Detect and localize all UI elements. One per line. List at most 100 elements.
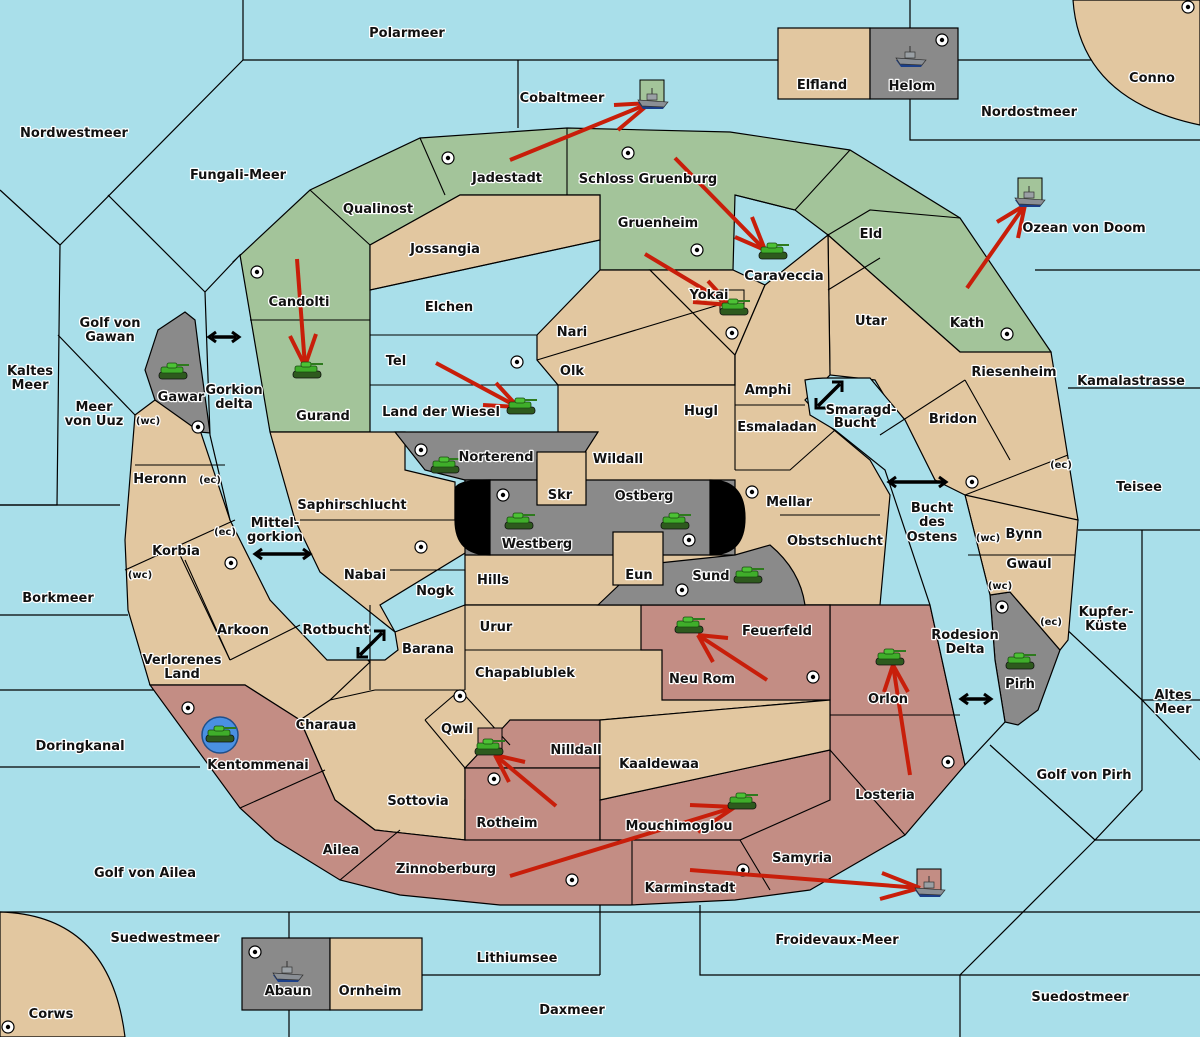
label-mittel-1: Mittel- bbox=[251, 516, 300, 531]
coast-tag-korbia-ec: (ec) bbox=[214, 527, 236, 538]
territory-eun[interactable] bbox=[612, 531, 664, 586]
label-mittel-2: gorkion bbox=[247, 530, 303, 545]
coast-tag-gawar-wc: (wc) bbox=[136, 416, 160, 427]
label-gruenheim: Gruenheim bbox=[618, 216, 698, 231]
label-helom: Helom bbox=[889, 79, 936, 94]
supply-center-icon bbox=[682, 533, 696, 547]
label-lithiumsee: Lithiumsee bbox=[477, 951, 558, 966]
supply-center-icon bbox=[1000, 327, 1014, 341]
label-kupfer-1: Kupfer- bbox=[1079, 605, 1134, 620]
supply-center-icon bbox=[806, 670, 820, 684]
territory-ornheim[interactable] bbox=[329, 937, 423, 1011]
territory-sund[interactable] bbox=[596, 544, 806, 606]
label-gwaul: Gwaul bbox=[1006, 557, 1051, 572]
supply-center-icon bbox=[510, 355, 524, 369]
move-arrow-icon bbox=[696, 633, 769, 682]
label-chapa: Chapablublek bbox=[475, 666, 575, 681]
coast-tag-gwaul-wc: (wc) bbox=[988, 581, 1012, 592]
coast-tag-korbia-wc: (wc) bbox=[128, 570, 152, 581]
supply-center-icon bbox=[935, 33, 949, 47]
label-wiesel: Land der Wiesel bbox=[382, 405, 500, 420]
territory-elfland[interactable] bbox=[777, 27, 871, 100]
label-smaragd-1: Smaragd- bbox=[826, 403, 897, 418]
territory-skr[interactable] bbox=[536, 451, 587, 506]
label-corws: Corws bbox=[29, 1007, 74, 1022]
coast-tag-bynn-wc: (wc) bbox=[976, 533, 1000, 544]
supply-center-icon bbox=[1, 1020, 15, 1034]
region-north-green[interactable] bbox=[232, 127, 1052, 433]
label-sottovia: Sottovia bbox=[387, 794, 448, 809]
label-losteria: Losteria bbox=[855, 788, 915, 803]
territory-corws[interactable] bbox=[0, 911, 126, 1037]
label-sund: Sund bbox=[692, 569, 729, 584]
label-rodesion-2: Delta bbox=[945, 642, 984, 657]
label-froidevaux: Froidevaux-Meer bbox=[775, 933, 899, 948]
move-arrow-icon bbox=[882, 664, 912, 776]
supply-center-icon bbox=[690, 243, 704, 257]
label-olk: Olk bbox=[560, 364, 585, 379]
label-hills: Hills bbox=[477, 573, 509, 588]
label-suedwestmeer: Suedwestmeer bbox=[110, 931, 220, 946]
supply-center-icon bbox=[496, 488, 510, 502]
label-norterend: Norterend bbox=[458, 450, 533, 465]
supply-center-icon bbox=[565, 873, 579, 887]
sea-gorkion[interactable] bbox=[204, 253, 399, 661]
label-nordostmeer: Nordostmeer bbox=[981, 105, 1078, 120]
label-urur: Urur bbox=[480, 620, 513, 635]
double-arrow-icon bbox=[958, 692, 994, 706]
move-arrow-icon bbox=[509, 803, 737, 878]
label-rotheim: Rotheim bbox=[476, 816, 537, 831]
label-gawar: Gawar bbox=[158, 390, 205, 405]
supply-center-icon bbox=[995, 600, 1009, 614]
territory-west-cap[interactable] bbox=[454, 479, 491, 556]
label-mellar: Mellar bbox=[766, 495, 812, 510]
label-golfgawan-1: Golf von bbox=[80, 316, 141, 331]
order-arrows bbox=[288, 101, 1027, 901]
label-eun: Eun bbox=[625, 568, 652, 583]
label-bucht-2: des bbox=[919, 515, 945, 530]
sea-buchtdesostens[interactable] bbox=[804, 377, 1006, 767]
double-arrow-icon bbox=[886, 475, 949, 489]
supply-center-icon bbox=[487, 772, 501, 786]
label-nogk: Nogk bbox=[416, 584, 454, 599]
supply-center-icon bbox=[965, 475, 979, 489]
label-karminstadt: Karminstadt bbox=[645, 881, 736, 896]
label-ozean: Ozean von Doom bbox=[1022, 221, 1145, 236]
label-kaltes-1: Kaltes bbox=[7, 364, 53, 379]
label-amphi: Amphi bbox=[745, 383, 792, 398]
label-skr: Skr bbox=[548, 488, 573, 503]
label-polarmeer: Polarmeer bbox=[369, 26, 445, 41]
double-arrow-icon bbox=[814, 380, 844, 410]
label-qualinost: Qualinost bbox=[343, 202, 413, 217]
label-eld: Eld bbox=[860, 227, 883, 242]
label-gorkion-2: delta bbox=[215, 397, 253, 412]
label-candolti: Candolti bbox=[269, 295, 330, 310]
label-yokai: Yokai bbox=[688, 288, 728, 303]
label-hugl: Hugl bbox=[684, 404, 718, 419]
territory-east-cap[interactable] bbox=[709, 479, 746, 556]
label-borkmeer: Borkmeer bbox=[22, 591, 94, 606]
label-daxmeer: Daxmeer bbox=[539, 1003, 605, 1018]
label-wildall: Wildall bbox=[593, 452, 643, 467]
label-heronn: Heronn bbox=[133, 472, 187, 487]
supply-center-icon bbox=[414, 540, 428, 554]
label-saphir: Saphirschlucht bbox=[297, 498, 406, 513]
territory-jossangia[interactable] bbox=[369, 194, 601, 291]
label-elfland: Elfland bbox=[797, 78, 847, 93]
label-kamalastrasse: Kamalastrasse bbox=[1077, 374, 1185, 389]
label-zinnoberburg: Zinnoberburg bbox=[396, 862, 496, 877]
label-meeruuz-2: von Uuz bbox=[65, 414, 124, 429]
move-arrow-icon bbox=[493, 753, 558, 808]
coast-tag-gwaul-ec: (ec) bbox=[1040, 617, 1062, 628]
label-conno: Conno bbox=[1129, 71, 1175, 86]
label-verlorenes-2: Land bbox=[164, 667, 200, 682]
label-bucht-3: Ostens bbox=[907, 530, 958, 545]
label-nordwestmeer: Nordwestmeer bbox=[20, 126, 128, 141]
label-meeruuz-1: Meer bbox=[76, 400, 114, 415]
ring-continent bbox=[124, 127, 1079, 906]
label-bucht-1: Bucht bbox=[911, 501, 953, 516]
label-golfailea: Golf von Ailea bbox=[94, 866, 196, 881]
label-ailea: Ailea bbox=[323, 843, 360, 858]
territory-conno[interactable] bbox=[1072, 0, 1200, 126]
